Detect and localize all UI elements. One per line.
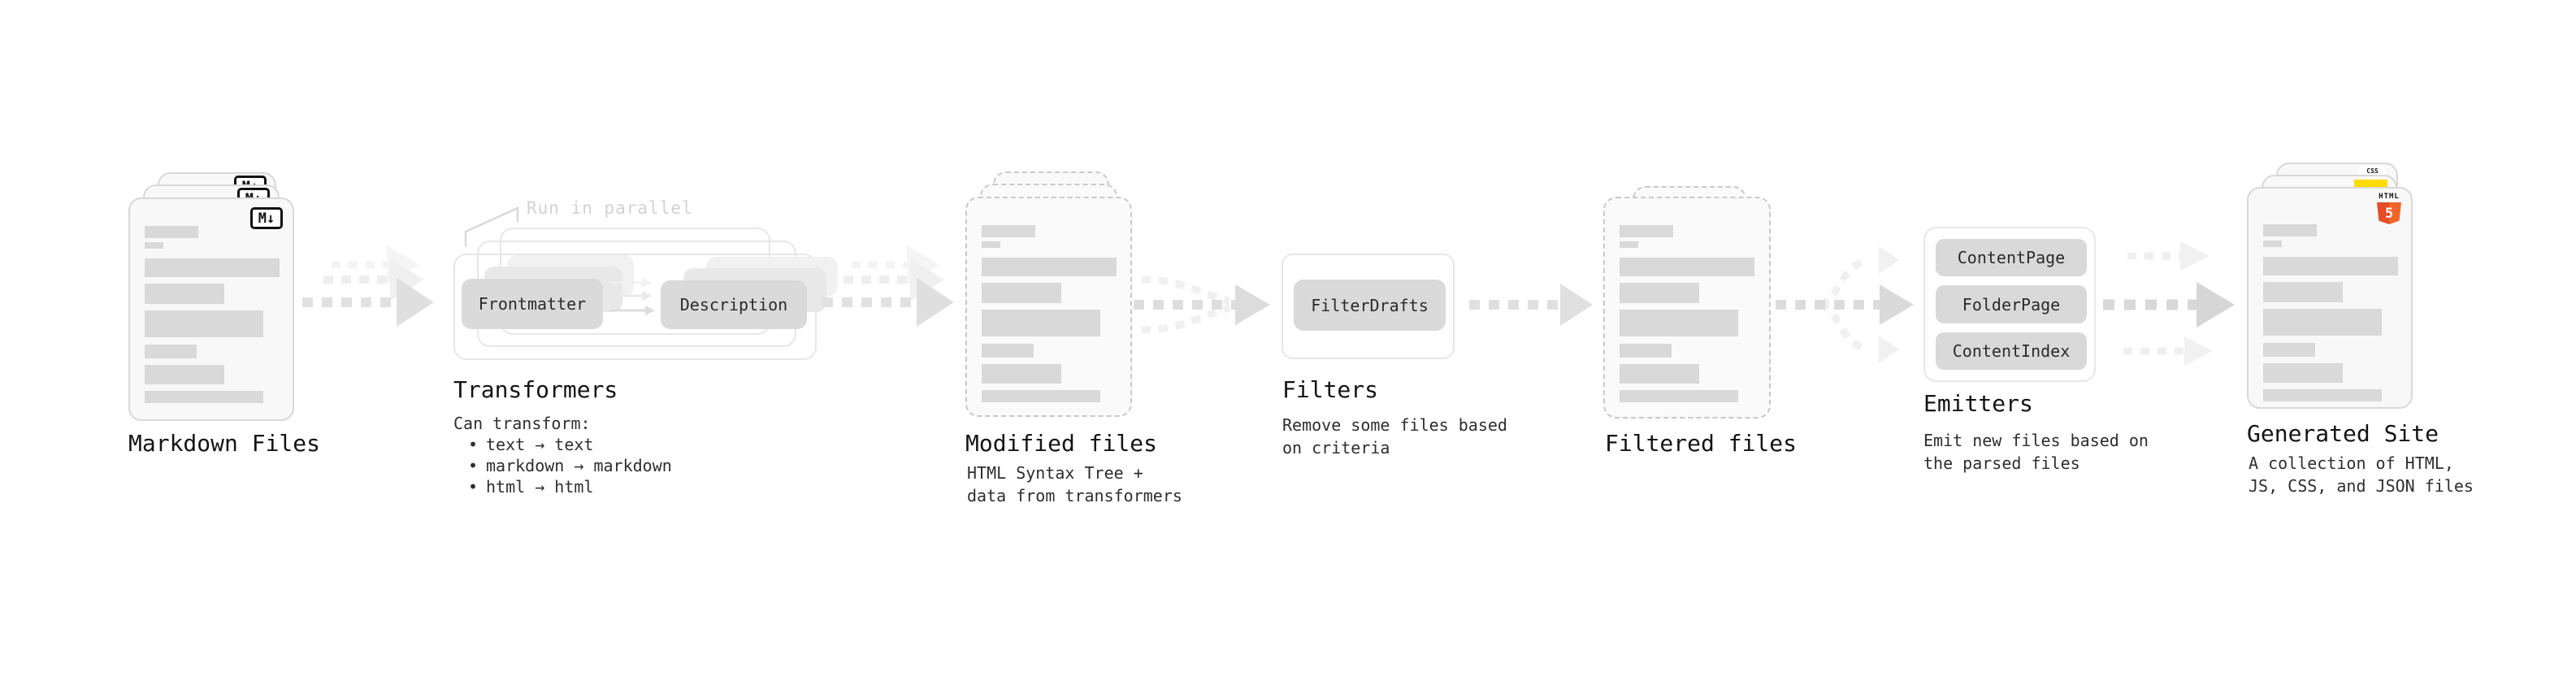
filters-panel: FilterDrafts [1281, 254, 1455, 359]
converging-dashed-arrow-icon [1134, 275, 1270, 334]
emitters-subtitle: Emit new files based on the parsed files [1923, 431, 2149, 473]
placeholder-bar [982, 283, 1061, 303]
placeholder-bar [2263, 363, 2343, 383]
stacked-dashed-arrow-icon [822, 245, 954, 327]
file-content-placeholder [982, 225, 1117, 402]
placeholder-bar [145, 310, 263, 337]
stacked-dashed-arrow-icon [302, 245, 434, 327]
placeholder-bar [1620, 283, 1699, 303]
run-in-parallel-note: Run in parallel [527, 198, 693, 218]
stage-title-markdown-files: Markdown Files [128, 430, 321, 457]
placeholder-bar [2263, 343, 2315, 357]
transform-bullet: •text → text [468, 435, 594, 454]
emitter-folder-page-chip: FolderPage [1936, 285, 2087, 323]
placeholder-bar [982, 364, 1061, 384]
filters-subtitle: Remove some files based on criteria [1282, 415, 1507, 458]
markdown-file-icon: M↓ [250, 207, 283, 229]
placeholder-bar [145, 242, 163, 249]
placeholder-bar [1620, 310, 1738, 336]
stage-title-filters: Filters [1282, 376, 1379, 403]
placeholder-bar [2263, 241, 2282, 247]
placeholder-bar [1620, 364, 1699, 384]
placeholder-bar [982, 225, 1035, 237]
emitter-content-page-chip: ContentPage [1936, 239, 2087, 276]
filtered-file-card [1603, 197, 1771, 419]
placeholder-bar [982, 310, 1100, 336]
transformer-frontmatter-chip: Frontmatter [462, 279, 603, 329]
stage-title-filtered-files: Filtered files [1605, 430, 1798, 457]
placeholder-bar [145, 391, 263, 403]
placeholder-bar [2263, 389, 2382, 401]
placeholder-bar [1620, 258, 1754, 276]
note-leader-line [464, 206, 519, 246]
placeholder-bar [982, 390, 1100, 402]
placeholder-bar [982, 241, 1000, 248]
html5-shield-icon: 5 [2377, 202, 2401, 224]
placeholder-bar [1620, 225, 1673, 237]
placeholder-bar [2263, 257, 2398, 275]
placeholder-bar [1620, 344, 1672, 358]
triple-dashed-arrow-icon [2103, 241, 2235, 366]
parallel-arrows-icon [609, 278, 655, 315]
modified-file-card [965, 197, 1132, 417]
stage-transformers: Frontmatter Description [453, 228, 838, 366]
stage-title-generated-site: Generated Site [2247, 420, 2439, 447]
dashed-arrow-icon [1469, 284, 1593, 326]
placeholder-bar [982, 344, 1034, 358]
filter-drafts-chip: FilterDrafts [1294, 280, 1446, 331]
stage-title-emitters: Emitters [1923, 390, 2033, 417]
transformer-description-chip: Description [661, 280, 807, 329]
placeholder-bar [145, 284, 224, 304]
placeholder-bar [2263, 224, 2317, 236]
diverging-dashed-arrow-icon [1776, 246, 1914, 363]
file-content-placeholder [145, 226, 280, 403]
emitter-content-index-chip: ContentIndex [1936, 332, 2087, 370]
stage-title-modified-files: Modified files [965, 430, 1158, 457]
placeholder-bar [2263, 309, 2382, 336]
placeholder-bar [145, 258, 280, 277]
transform-bullet: •html → html [468, 477, 594, 497]
placeholder-bar [1620, 390, 1738, 402]
transform-bullet: •markdown → markdown [468, 456, 672, 475]
generated-file-card: HTML 5 [2247, 187, 2413, 409]
placeholder-bar [1620, 241, 1638, 248]
file-content-placeholder [1620, 225, 1754, 402]
can-transform-heading: Can transform: [453, 414, 591, 433]
placeholder-bar [145, 365, 224, 384]
placeholder-bar [2263, 282, 2343, 302]
placeholder-bar [145, 345, 197, 358]
emitters-panel: ContentPage FolderPage ContentIndex [1923, 227, 2096, 382]
placeholder-bar [145, 226, 198, 238]
generated-site-subtitle: A collection of HTML, JS, CSS, and JSON … [2249, 453, 2474, 496]
placeholder-bar [982, 258, 1117, 276]
transformers-description: Can transform: •text → text •markdown → … [453, 413, 672, 497]
file-content-placeholder [2263, 224, 2398, 401]
modified-files-subtitle: HTML Syntax Tree + data from transformer… [967, 463, 1182, 505]
html5-icon: HTML 5 [2374, 193, 2404, 224]
stage-title-transformers: Transformers [453, 376, 618, 403]
markdown-file-card: M↓ [128, 197, 294, 421]
